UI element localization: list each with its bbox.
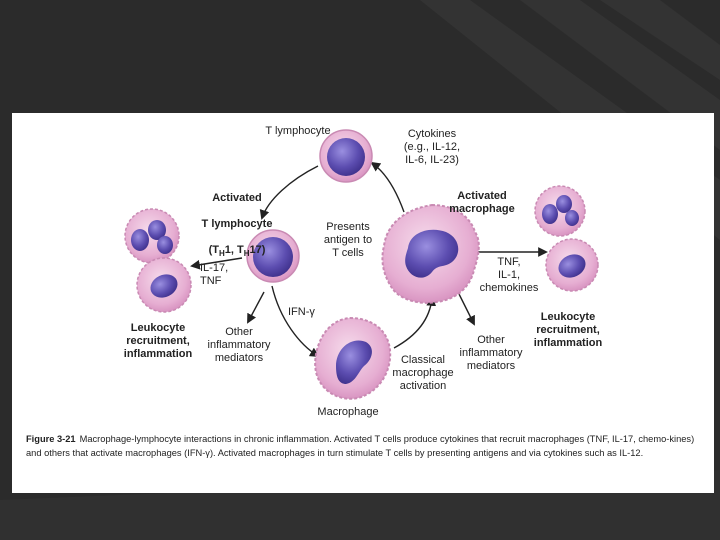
arrow-macrophage-to-activated [393,296,437,349]
label-tnf-il1-chemokines: TNF, IL-1, chemokines [479,256,539,294]
label-other-mediators-left: Other inflammatory mediators [207,326,271,364]
leukocyte-right-bottom [545,238,599,292]
label-il17-tnf: IL-17, TNF [200,262,229,287]
label-leukocyte-recruitment-right: Leukocyte recruitment, inflammation [533,311,603,349]
activated-t-lymphocyte-cell [246,229,300,283]
arrow-activated-t-to-macrophage [271,285,320,358]
label-cytokines: Cytokines (e.g., IL-12, IL-6, IL-23) [403,128,461,166]
label-other-mediators-right: Other inflammatory mediators [459,334,523,372]
label-activated-macrophage: Activated macrophage [449,190,515,215]
label-leukocyte-recruitment-left: Leukocyte recruitment, inflammation [123,322,193,360]
label-t-lymphocyte: T lymphocyte [265,125,331,137]
macrophage-cell [314,316,392,400]
leukocyte-left-top [124,208,180,264]
arrow-t-to-activated-t [259,165,319,220]
caption-text: Macrophage-lymphocyte interactions in ch… [26,434,695,458]
activated-macrophage-cell [381,203,480,304]
leukocyte-right-top [534,185,586,237]
arrow-to-mediators-right [457,291,475,326]
arrow-to-mediators-left [247,291,265,324]
figure-number: Figure 3-21 [26,434,76,444]
t-lymphocyte-cell [319,129,373,183]
arrow-activated-to-t [370,161,405,213]
label-activated-t-lymphocyte: Activated T lymphocyte (TH1, TH17) [201,192,273,259]
arrow-to-leukocyte-left [190,257,243,270]
label-classical-activation: Classical macrophage activation [392,354,454,392]
leukocyte-left-bottom [136,257,192,313]
label-presents-antigen: Presents antigen to T cells [323,221,373,259]
label-ifn-gamma: IFN-γ [288,306,315,318]
label-macrophage: Macrophage [317,406,379,418]
